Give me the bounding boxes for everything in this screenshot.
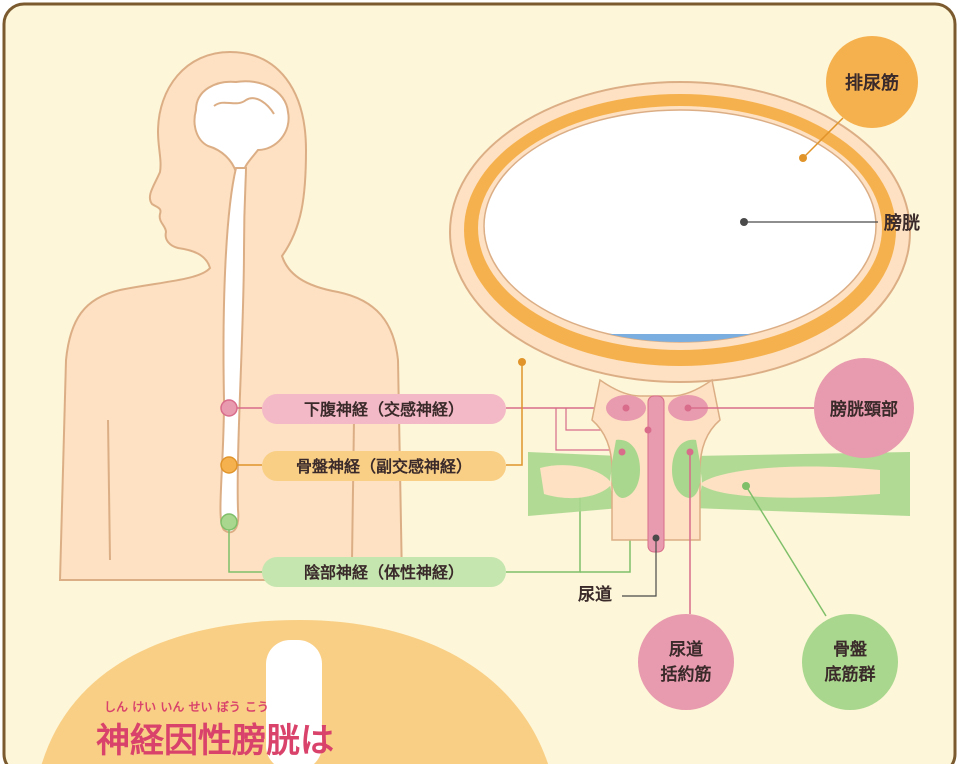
urethra-label: 尿道 <box>578 584 612 605</box>
pelvic-floor-badge <box>802 614 898 710</box>
bladder-pointer-dot <box>740 218 748 226</box>
sphincter-label-line2: 括約筋 <box>661 664 712 685</box>
hypogastric-nerve-dot <box>221 400 237 416</box>
detrusor-label: 排尿筋 <box>845 72 899 94</box>
pelvic-label: 骨盤神経（副交感神経） <box>296 457 472 476</box>
pelvic-nerve-dot <box>221 457 237 473</box>
page-title: 神経因性膀胱は <box>96 721 334 761</box>
hypogastric-label: 下腹神経（交感神経） <box>304 400 464 419</box>
urethra-tube <box>648 396 664 552</box>
pelvic-line-dot <box>518 358 526 366</box>
pelvic-floor-pointer-dot <box>742 482 750 490</box>
pelvic-floor-label-line2: 底筋群 <box>825 664 876 685</box>
sphincter-label-line1: 尿道 <box>669 639 703 660</box>
sphincter-badge <box>638 614 734 710</box>
title-ruby: しん けい いん せい ぼう こう <box>104 700 269 714</box>
detrusor-pointer-dot <box>799 154 807 162</box>
pudendal-label: 陰部神経（体性神経） <box>304 563 464 582</box>
neck-dot-left <box>623 405 630 412</box>
bladder-neck-label: 膀胱頸部 <box>830 399 898 420</box>
hypogastric-target-dot <box>645 427 652 434</box>
pudendal-nerve-dot <box>221 514 237 530</box>
bladder-label: 膀胱 <box>883 212 920 234</box>
pelvic-floor-label-line1: 骨盤 <box>833 639 868 660</box>
sphincter-dot-left <box>619 449 626 456</box>
